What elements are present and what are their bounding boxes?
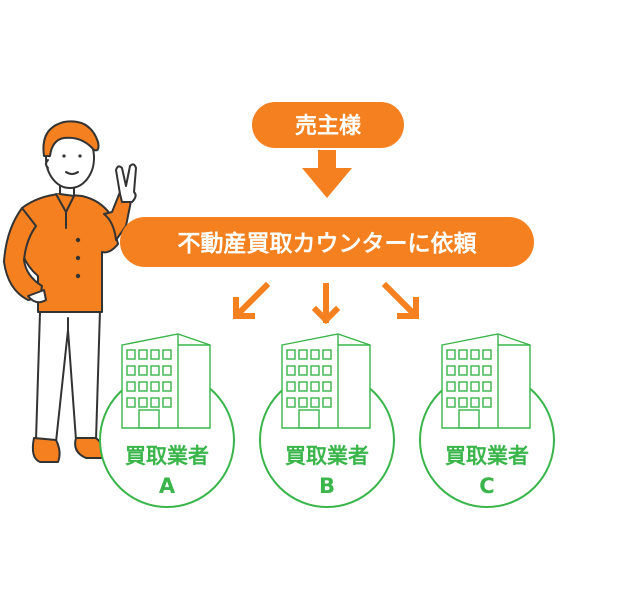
request-label: 不動産買取カウンターに依頼 [178, 230, 478, 257]
seller-label: 売主様 [295, 113, 362, 139]
arrow-down-left-icon [233, 281, 271, 319]
buyer-b-label: 買取業者 [285, 444, 369, 468]
buyer-a-letter: A [159, 474, 176, 498]
office-building-icon [121, 333, 211, 429]
buyer-b-letter: B [319, 474, 335, 498]
person-peace-sign-icon [3, 120, 137, 463]
seller-node: 売主様 [252, 102, 404, 148]
buyer-node-a: 買取業者 A [99, 333, 235, 508]
arrow-down-right-icon [381, 281, 419, 319]
buyer-node-c: 買取業者 C [419, 333, 555, 508]
buyer-c-letter: C [479, 474, 494, 498]
buyer-c-label: 買取業者 [445, 444, 529, 468]
buyer-a-label: 買取業者 [125, 444, 209, 468]
buyer-node-b: 買取業者 B [259, 333, 395, 508]
office-building-icon [441, 333, 531, 429]
arrow-down-icon [302, 150, 352, 198]
arrow-down-icon [311, 283, 341, 325]
office-building-icon [281, 333, 371, 429]
request-node: 不動産買取カウンターに依頼 [120, 217, 534, 267]
